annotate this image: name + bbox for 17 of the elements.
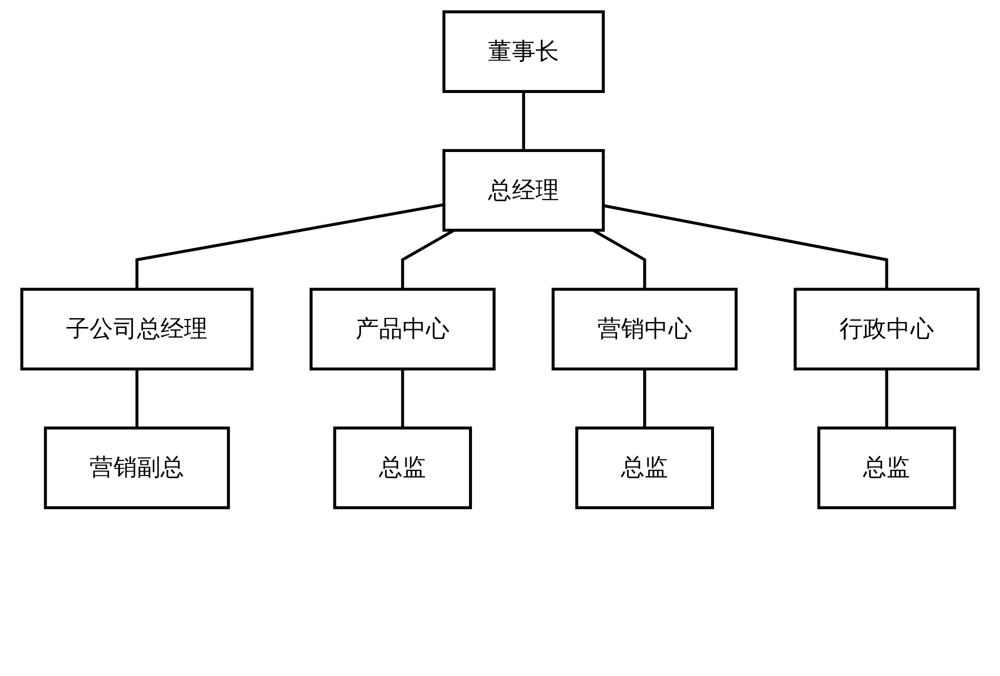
node-box: 行政中心 bbox=[794, 288, 980, 370]
connector bbox=[522, 92, 526, 151]
node-box: 子公司总经理 bbox=[20, 288, 254, 370]
connector bbox=[603, 204, 888, 290]
connector bbox=[135, 203, 444, 290]
node-box: 产品中心 bbox=[310, 288, 496, 370]
node-box: 营销中心 bbox=[552, 288, 738, 370]
connector bbox=[643, 368, 646, 428]
node-box: 营销副总 bbox=[44, 426, 230, 510]
connector bbox=[401, 368, 404, 428]
node-box: 总监 bbox=[575, 426, 714, 510]
connector bbox=[135, 368, 138, 428]
node-box: 总监 bbox=[817, 426, 956, 510]
node-box: 总监 bbox=[333, 426, 472, 510]
connector bbox=[885, 368, 888, 428]
node-box: 总经理 bbox=[442, 149, 605, 232]
node-box: 董事长 bbox=[442, 10, 605, 93]
